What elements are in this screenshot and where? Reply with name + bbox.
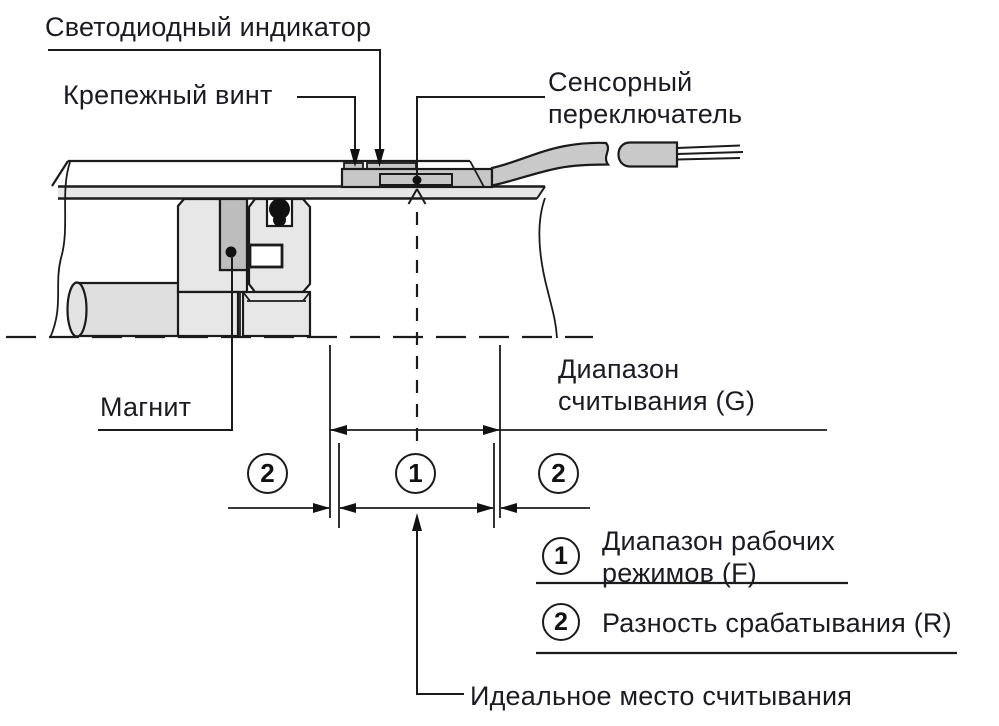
leader-mounting-screw bbox=[297, 96, 360, 167]
legend-rules bbox=[536, 581, 957, 655]
piston-lower-left bbox=[176, 290, 240, 338]
callout-2-right: 2 bbox=[538, 453, 579, 494]
piston-lower-right bbox=[241, 290, 312, 338]
leader-sensor-switch bbox=[416, 96, 545, 177]
leader-led-indicator bbox=[48, 49, 385, 167]
label-sensor-switch: Сенсорный переключатель bbox=[548, 66, 742, 130]
sensor-callout-dot bbox=[412, 175, 422, 185]
legend-marker-1: 1 bbox=[542, 537, 580, 575]
label-led-indicator: Светодиодный индикатор bbox=[45, 12, 372, 42]
sensing-axis bbox=[407, 188, 427, 450]
legend-item-1: Диапазон рабочих режимов (F) bbox=[602, 525, 835, 589]
sensor-switch bbox=[340, 141, 744, 189]
dim-line-G bbox=[330, 425, 827, 435]
open-arrow-up bbox=[407, 188, 427, 205]
legend-item-2-line1: Разность срабатывания (R) bbox=[602, 608, 952, 638]
legend-item-1-line1: Диапазон рабочих bbox=[602, 526, 835, 556]
magnet-callout-dot bbox=[225, 246, 237, 258]
piston-window bbox=[248, 243, 284, 269]
piston-rod bbox=[66, 281, 180, 338]
callout-2-left: 2 bbox=[247, 453, 288, 494]
break-lines bbox=[49, 161, 558, 339]
cable-wires bbox=[676, 144, 744, 161]
piston-seal-lower bbox=[273, 213, 286, 227]
label-reading-range: Диапазон считывания (G) bbox=[558, 353, 755, 417]
label-reading-range-line1: Диапазон bbox=[558, 354, 680, 384]
label-sensor-switch-line1: Сенсорный bbox=[548, 67, 693, 97]
magnet-shape bbox=[218, 197, 249, 272]
cable-segment-2 bbox=[617, 141, 679, 168]
right-break-line bbox=[538, 197, 558, 339]
label-magnet: Магнит bbox=[100, 392, 192, 422]
label-reading-range-line2: считывания (G) bbox=[558, 386, 756, 416]
piston-assembly bbox=[176, 197, 312, 338]
tube-wall-strip bbox=[58, 187, 545, 198]
rod-end-cap bbox=[66, 281, 88, 338]
cable-segment-1 bbox=[490, 141, 611, 187]
callout-1-center: 1 bbox=[395, 453, 436, 494]
left-break-line bbox=[49, 161, 71, 339]
piston-seal bbox=[269, 198, 290, 220]
dimension-lines bbox=[228, 345, 827, 528]
legend-marker-2: 2 bbox=[542, 603, 580, 641]
legend-item-1-line2: режимов (F) bbox=[602, 558, 757, 588]
leader-lines bbox=[48, 49, 545, 695]
label-ideal-reading-position: Идеальное место считывания bbox=[470, 681, 853, 711]
dim-line-F-R bbox=[228, 503, 590, 513]
label-sensor-switch-line2: переключатель bbox=[548, 99, 743, 129]
label-mounting-screw: Крепежный винт bbox=[63, 80, 273, 110]
leader-magnet bbox=[98, 256, 233, 431]
leader-ideal-position bbox=[412, 513, 464, 695]
